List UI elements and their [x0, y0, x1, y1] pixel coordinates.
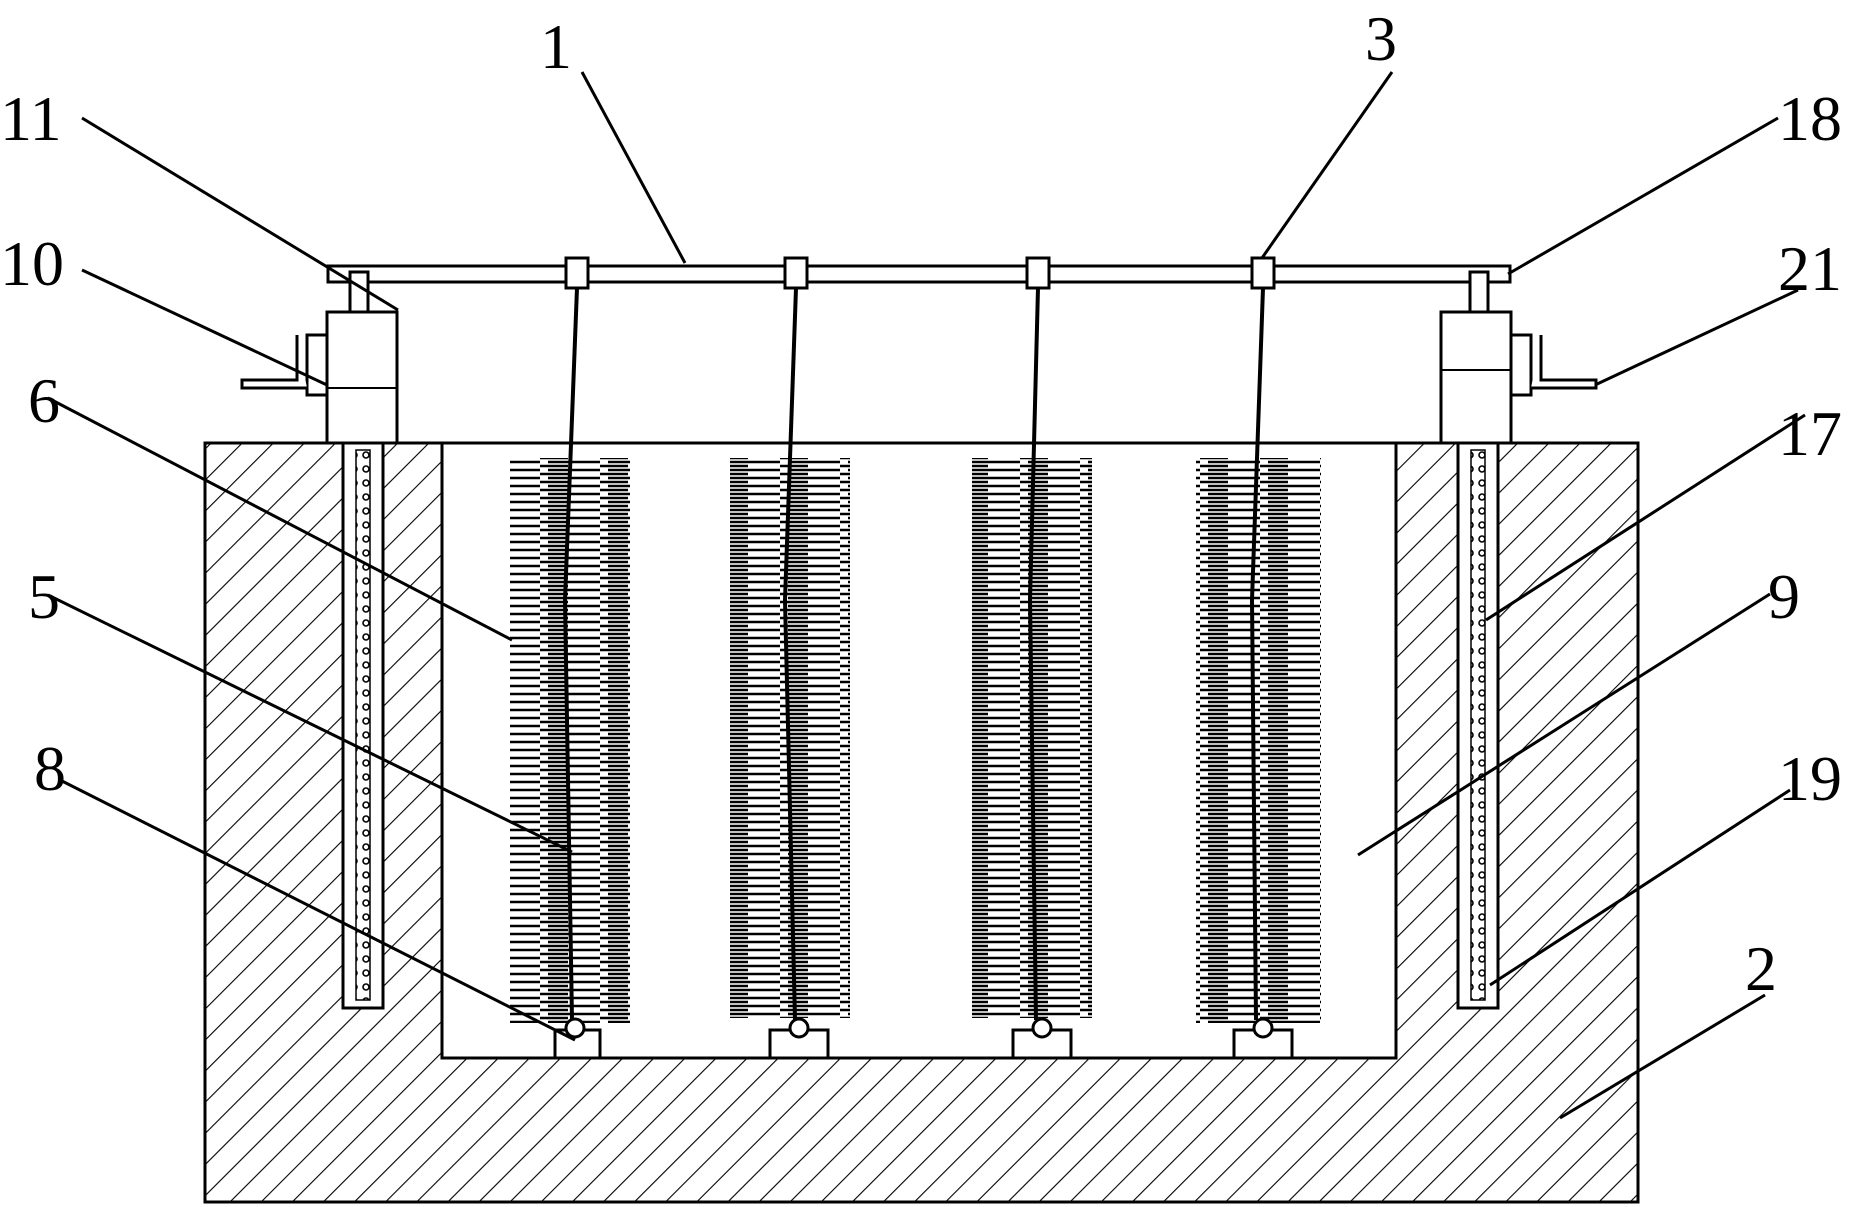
callout-2: 2: [1745, 933, 1777, 1004]
callout-6: 6: [28, 365, 60, 436]
leader-lines: [47, 71, 1806, 1120]
callout-3: 3: [1365, 3, 1397, 74]
left-shaft: [341, 441, 385, 1010]
callout-10: 10: [0, 228, 64, 299]
right-support: [1439, 270, 1598, 445]
callout-11: 11: [0, 83, 62, 154]
brush-assembly-2: [730, 256, 850, 1060]
right-shaft: [1456, 441, 1500, 1010]
callout-17: 17: [1778, 398, 1842, 469]
callout-5: 5: [28, 561, 60, 632]
callout-9: 9: [1768, 561, 1800, 632]
brush-assembly-4: [1196, 256, 1321, 1060]
brush-assembly-3: [972, 256, 1092, 1060]
ground-body: [203, 441, 1640, 1204]
callout-8: 8: [34, 733, 66, 804]
callout-18: 18: [1778, 83, 1842, 154]
top-rail: [326, 264, 1512, 284]
callout-21: 21: [1778, 233, 1842, 304]
brush-assembly-1: [510, 256, 630, 1060]
callout-1: 1: [540, 11, 572, 82]
callout-19: 19: [1778, 743, 1842, 814]
